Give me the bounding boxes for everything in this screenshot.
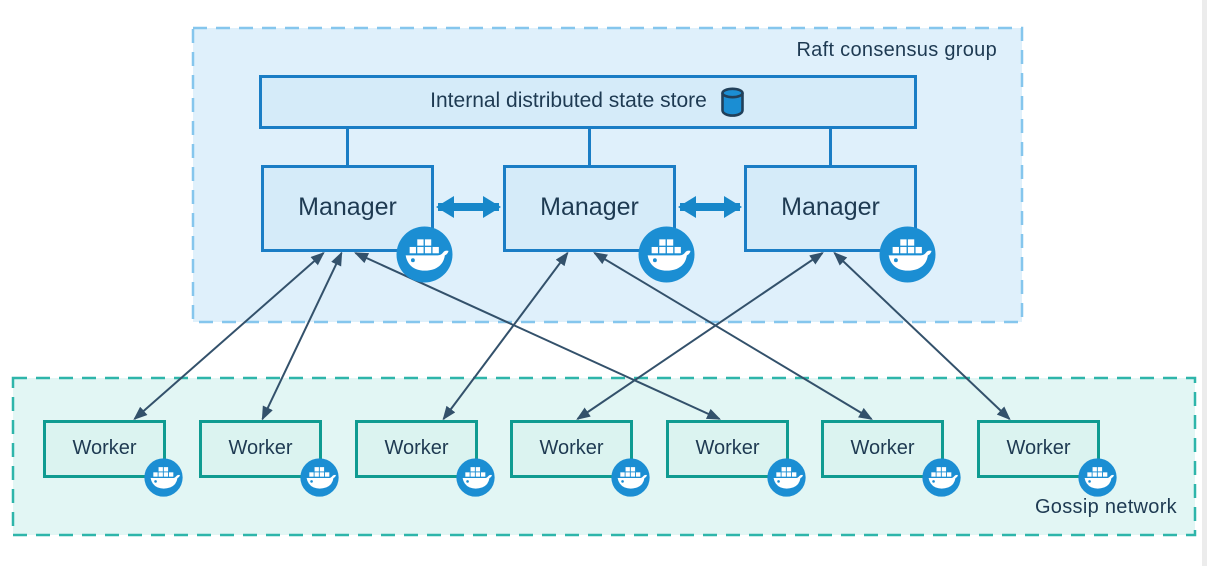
manager-box: Manager bbox=[261, 165, 434, 252]
worker-box: Worker bbox=[510, 420, 633, 478]
worker-label: Worker bbox=[539, 436, 604, 459]
page-edge-strip bbox=[1202, 0, 1207, 566]
manager-worker-arrow bbox=[261, 251, 343, 421]
manager-worker-arrow bbox=[833, 251, 1011, 421]
worker-label: Worker bbox=[1006, 436, 1071, 459]
worker-box: Worker bbox=[666, 420, 789, 478]
worker-box: Worker bbox=[821, 420, 944, 478]
manager-label: Manager bbox=[540, 193, 639, 221]
manager-label: Manager bbox=[781, 193, 880, 221]
manager-label: Manager bbox=[298, 193, 397, 221]
manager-worker-arrow bbox=[442, 251, 569, 421]
worker-box: Worker bbox=[199, 420, 322, 478]
worker-box: Worker bbox=[43, 420, 166, 478]
manager-box: Manager bbox=[744, 165, 917, 252]
worker-box: Worker bbox=[977, 420, 1100, 478]
worker-label: Worker bbox=[695, 436, 760, 459]
worker-label: Worker bbox=[850, 436, 915, 459]
state-store-box: Internal distributed state store bbox=[259, 75, 917, 129]
manager-box: Manager bbox=[503, 165, 676, 252]
gossip-group-label: Gossip network bbox=[1034, 496, 1177, 518]
raft-group-label: Raft consensus group bbox=[796, 39, 997, 61]
database-icon bbox=[721, 87, 744, 117]
state-store-label: Internal distributed state store bbox=[430, 89, 707, 112]
manager-worker-arrow bbox=[576, 252, 824, 420]
worker-box: Worker bbox=[355, 420, 478, 478]
worker-label: Worker bbox=[384, 436, 449, 459]
worker-label: Worker bbox=[72, 436, 137, 459]
worker-label: Worker bbox=[228, 436, 293, 459]
